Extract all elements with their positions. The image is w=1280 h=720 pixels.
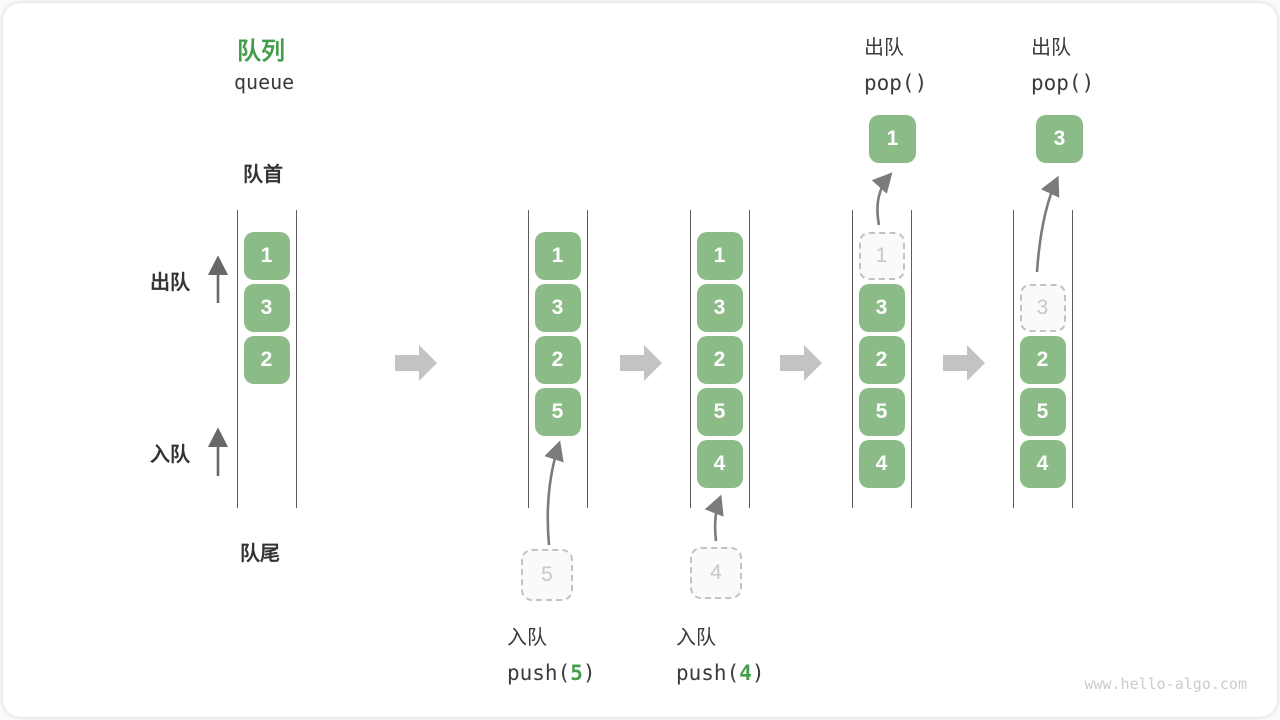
state-transition-arrow-icon: [620, 345, 662, 381]
operation-pop-2: 出队 pop(): [1031, 31, 1094, 95]
operation-label: 出队: [1031, 37, 1071, 59]
popped-item: 3: [1036, 115, 1083, 163]
code-text: ): [582, 661, 596, 685]
popped-item: 1: [869, 115, 916, 163]
queue-state-2: 1 3 2 5: [528, 210, 588, 508]
operation-push-5: 入队 push(5): [507, 621, 596, 685]
queue-item-ghost: 3: [1019, 284, 1066, 332]
state-transition-arrow-icon: [943, 345, 985, 381]
queue-item: 4: [696, 440, 743, 488]
queue-item: 2: [696, 336, 743, 384]
operation-push-4: 入队 push(4): [676, 621, 765, 685]
code-text: ): [751, 661, 765, 685]
queue-item: 1: [696, 232, 743, 280]
operation-code: pop(): [1031, 71, 1095, 95]
queue-state-3: 1 3 2 5 4: [690, 210, 750, 508]
code-text: push(: [676, 661, 740, 685]
operation-label: 出队: [864, 37, 904, 59]
code-text: push(: [507, 661, 571, 685]
queue-item: 1: [243, 232, 290, 280]
operation-label: 入队: [676, 627, 716, 649]
operation-code: pop(): [864, 71, 928, 95]
queue-item: 5: [696, 388, 743, 436]
queue-rear-label: 队尾: [240, 543, 280, 565]
queue-item-ghost: 1: [858, 232, 905, 280]
code-arg: 4: [739, 661, 752, 685]
enqueue-side-label: 入队: [150, 444, 190, 466]
queue-front-label: 队首: [243, 164, 283, 186]
operation-pop-1: 出队 pop(): [864, 31, 927, 95]
queue-item: 2: [1019, 336, 1066, 384]
queue-item: 2: [243, 336, 290, 384]
operation-code: push(4): [676, 661, 765, 685]
queue-item: 5: [858, 388, 905, 436]
dequeue-side-label: 出队: [150, 272, 190, 294]
queue-state-5: 3 2 5 4: [1013, 210, 1073, 508]
state-transition-arrow-icon: [395, 345, 437, 381]
queue-item: 1: [534, 232, 581, 280]
operation-code: push(5): [507, 661, 596, 685]
queue-item: 3: [243, 284, 290, 332]
operation-label: 入队: [507, 627, 547, 649]
state-transition-arrow-icon: [780, 345, 822, 381]
queue-item: 5: [1019, 388, 1066, 436]
queue-state-1: 1 3 2: [237, 210, 297, 508]
queue-item: 5: [534, 388, 581, 436]
queue-state-4: 1 3 2 5 4: [852, 210, 912, 508]
incoming-item-ghost: 5: [521, 549, 573, 601]
queue-item: 4: [1019, 440, 1066, 488]
queue-item: 3: [534, 284, 581, 332]
queue-item: 2: [858, 336, 905, 384]
incoming-item-ghost: 4: [690, 547, 742, 599]
watermark: www.hello-algo.com: [1084, 675, 1247, 693]
diagram-title-en: queue: [234, 70, 295, 94]
queue-item: 3: [696, 284, 743, 332]
queue-item: 4: [858, 440, 905, 488]
queue-item: 3: [858, 284, 905, 332]
code-arg: 5: [570, 661, 583, 685]
queue-item: 2: [534, 336, 581, 384]
diagram-title-zh: 队列: [237, 38, 285, 65]
